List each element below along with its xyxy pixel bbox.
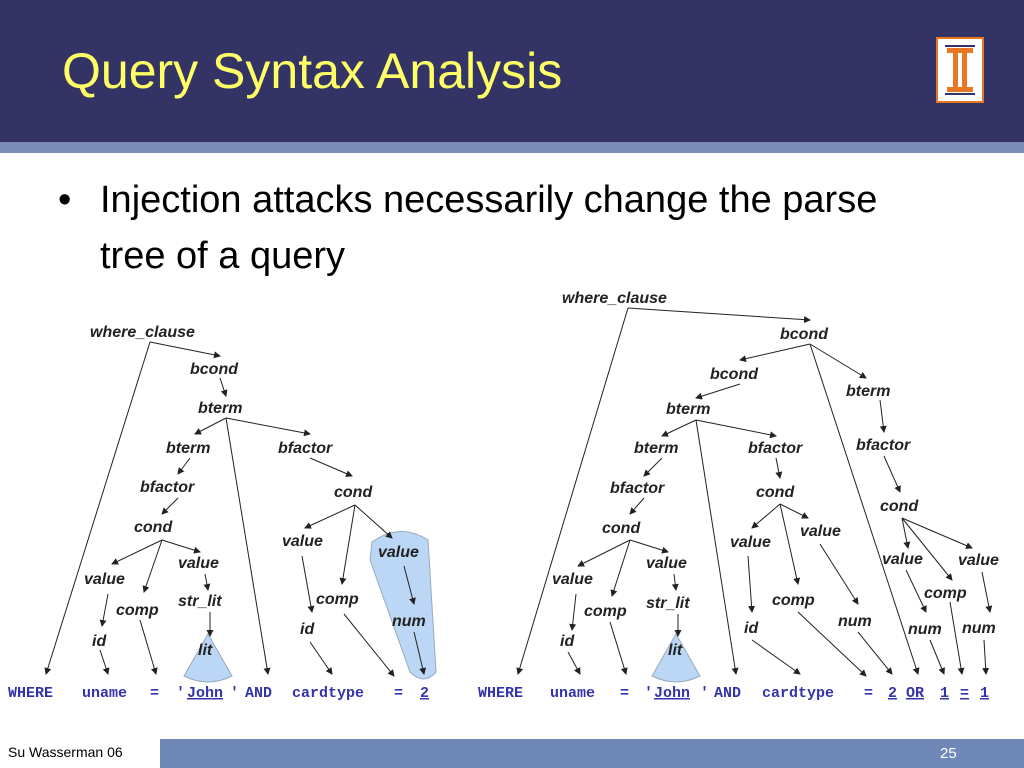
node-id: id [560,633,575,650]
parse-tree-right: where_clause bcond bcond bterm bterm bte… [478,290,999,702]
node-str-lit: str_lit [646,595,690,612]
node-value: value [646,555,687,572]
token: ' [644,685,653,702]
node-bfactor: bfactor [748,440,803,457]
bullet-symbol: • [58,179,72,221]
node-id: id [300,621,315,638]
university-logo [936,37,984,103]
node-bcond: bcond [780,326,829,343]
token: ' [230,685,239,702]
token-injected: 1 [980,685,989,702]
node-value: value [882,551,923,568]
node-where-clause: where_clause [90,324,195,341]
header-bar [0,0,1024,142]
node-value: value [800,523,841,540]
node-id: id [92,633,107,650]
token: = [150,685,159,702]
node-bterm: bterm [198,400,242,417]
node-cond: cond [134,519,173,536]
node-lit: lit [198,642,213,659]
node-bterm: bterm [166,440,210,457]
header-rule [0,142,1024,153]
node-str-lit: str_lit [178,593,222,610]
token-injected: John [654,685,690,702]
node-comp: comp [116,602,159,619]
token: WHERE [8,685,53,702]
node-value: value [552,571,593,588]
token: = [394,685,403,702]
node-bfactor: bfactor [278,440,333,457]
node-bterm: bterm [666,401,710,418]
token: ' [176,685,185,702]
node-num: num [838,613,872,630]
token: WHERE [478,685,523,702]
node-bterm: bterm [846,383,890,400]
lit-highlight [183,632,233,683]
node-value: value [282,533,323,550]
node-bfactor: bfactor [610,480,665,497]
token-injected: 1 [940,685,949,702]
node-cond: cond [756,484,795,501]
footer-bar [160,739,1024,768]
node-num: num [908,621,942,638]
parse-tree-diagrams: where_clause bcond bterm bterm bfactor b… [8,290,999,702]
parse-tree-left: where_clause bcond bterm bterm bfactor b… [8,324,437,702]
token: cardtype [292,685,364,702]
node-value: value [84,571,125,588]
node-bfactor: bfactor [856,437,911,454]
node-id: id [744,620,759,637]
node-value: value [730,534,771,551]
token-injected: = [960,685,969,702]
node-bfactor: bfactor [140,479,195,496]
footer-author: Su Wasserman 06 [8,744,123,760]
lit-highlight [651,632,701,683]
node-comp: comp [584,603,627,620]
node-value: value [958,552,999,569]
node-lit: lit [668,642,683,659]
node-cond: cond [880,498,919,515]
node-bterm: bterm [634,440,678,457]
token-injected: 2 [888,685,897,702]
token: AND [245,685,272,702]
bullet-text: Injection attacks necessarily change the… [100,179,878,277]
page-number: 25 [940,745,957,762]
token-injected: 2 [420,685,429,702]
logo-mark [945,45,975,95]
node-comp: comp [772,592,815,609]
node-num: num [962,620,996,637]
node-value: value [178,555,219,572]
token: cardtype [762,685,834,702]
token: uname [82,685,127,702]
node-bcond: bcond [190,361,239,378]
node-cond: cond [602,520,641,537]
node-bcond: bcond [710,366,759,383]
token: = [620,685,629,702]
token: AND [714,685,741,702]
token-injected: OR [906,685,924,702]
node-where-clause: where_clause [562,290,667,307]
token: uname [550,685,595,702]
node-cond: cond [334,484,373,501]
slide-title: Query Syntax Analysis [62,43,563,99]
token-injected: John [187,685,223,702]
token: = [864,685,873,702]
node-value: value [378,544,419,561]
node-comp: comp [924,585,967,602]
node-comp: comp [316,591,359,608]
node-num: num [392,613,426,630]
token: ' [700,685,709,702]
